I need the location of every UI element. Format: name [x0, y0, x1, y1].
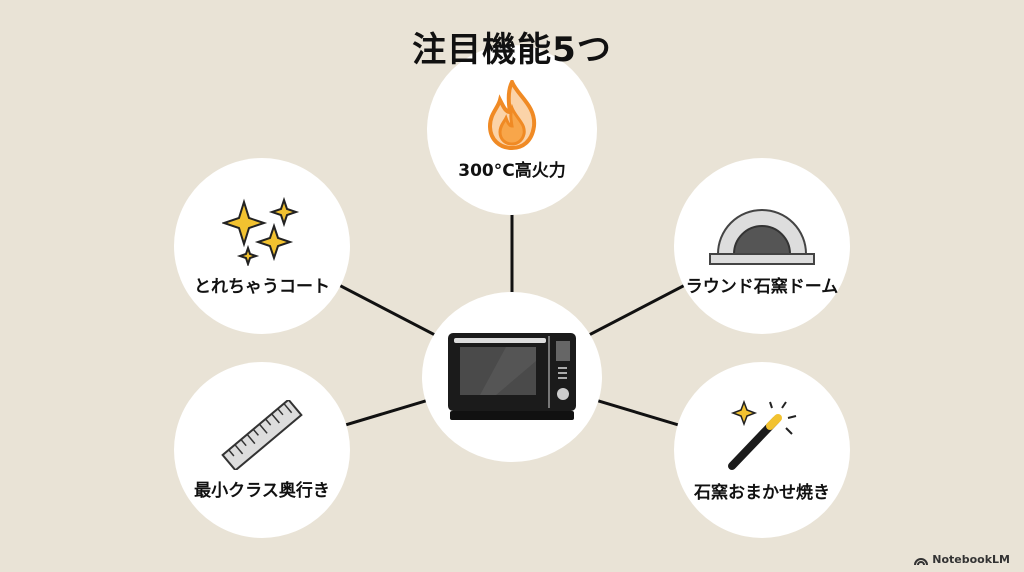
feature-label: ラウンド石窯ドーム: [685, 276, 839, 297]
feature-node-high-heat: 300°C高火力: [427, 45, 597, 215]
feature-label: 石窯おまかせ焼き: [694, 482, 830, 503]
stone-oven-dome-icon: [709, 208, 815, 265]
feature-node-compact-depth: 最小クラス奥行き: [174, 362, 350, 538]
center-node: [422, 292, 602, 462]
branding: NotebookLM: [914, 553, 1010, 566]
feature-node-auto-bake: 石窯おまかせ焼き: [674, 362, 850, 538]
branding-label: NotebookLM: [932, 553, 1010, 566]
feature-label: 最小クラス奥行き: [194, 480, 330, 501]
ruler-icon: [221, 399, 303, 470]
magic-wand-icon: [728, 399, 797, 470]
feature-label: 300°C高火力: [458, 160, 566, 181]
flame-icon: [487, 79, 537, 150]
feature-node-round-dome: ラウンド石窯ドーム: [674, 158, 850, 334]
sparkles-icon: [222, 196, 300, 266]
microwave-oven-icon: [448, 333, 576, 420]
notebooklm-logo-icon: [914, 557, 929, 565]
page-title: 注目機能5つ: [412, 30, 612, 70]
feature-node-nonstick-coat: とれちゃうコート: [174, 158, 350, 334]
feature-label: とれちゃうコート: [194, 276, 330, 297]
